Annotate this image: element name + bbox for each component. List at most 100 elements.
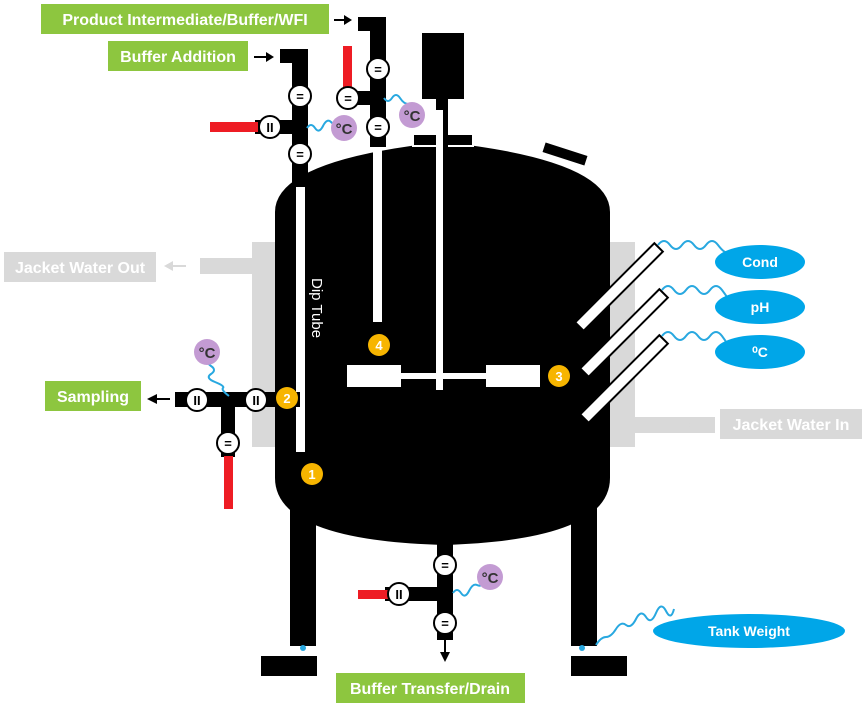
product-inlet-label: Product Intermediate/Buffer/WFI bbox=[41, 4, 329, 34]
load-cell-right bbox=[579, 645, 585, 651]
drain-red-handle[interactable] bbox=[358, 590, 388, 599]
temp-wire bbox=[661, 331, 731, 351]
foot-left bbox=[261, 656, 317, 676]
impeller-bar bbox=[400, 373, 490, 379]
cond-sensor: Cond bbox=[715, 245, 805, 279]
agitator-shaft bbox=[436, 110, 443, 390]
cond-wire bbox=[657, 240, 729, 254]
svg-text:Product Intermediate/Buffer/WF: Product Intermediate/Buffer/WFI bbox=[62, 12, 307, 29]
buffer-addition-red-handle[interactable] bbox=[210, 122, 258, 132]
svg-text:Buffer Addition: Buffer Addition bbox=[120, 49, 236, 66]
jacket-in-arrow-shaft bbox=[695, 424, 709, 426]
valve-sampling-bottom[interactable]: = bbox=[216, 431, 240, 455]
port-2-marker: 2 bbox=[276, 387, 298, 409]
product-inlet-red-handle[interactable] bbox=[343, 46, 352, 91]
valve-drain-side[interactable]: II bbox=[387, 582, 411, 606]
svg-text:=: = bbox=[441, 616, 449, 631]
jacket-out-arrow-icon bbox=[164, 261, 173, 271]
buffer-addition-pipe bbox=[292, 49, 308, 187]
port-3-marker: 3 bbox=[548, 365, 570, 387]
product-arrow-shaft bbox=[334, 19, 344, 21]
svg-text:=: = bbox=[374, 62, 382, 77]
svg-text:II: II bbox=[193, 393, 200, 408]
impeller-blade-left bbox=[347, 365, 401, 387]
drain-arrow-icon bbox=[440, 652, 450, 662]
temp-indicator-inlet: °C bbox=[399, 102, 425, 128]
temp-indicator-buffer: °C bbox=[331, 115, 357, 141]
jacket-out-arrow-shaft bbox=[172, 265, 186, 267]
svg-text:4: 4 bbox=[375, 338, 383, 353]
temp-indicator-drain: °C bbox=[477, 564, 503, 590]
dip-tube bbox=[296, 186, 305, 452]
tank-weight-sensor: Tank Weight bbox=[653, 614, 845, 648]
valve-buffer-top[interactable]: = bbox=[288, 84, 312, 108]
sampling-label: Sampling bbox=[45, 381, 141, 411]
jacket-in-pipe bbox=[630, 417, 715, 433]
valve-drain-bottom[interactable]: = bbox=[433, 611, 457, 635]
svg-text:II: II bbox=[252, 393, 259, 408]
svg-text:°C: °C bbox=[199, 345, 216, 362]
temp-sensor: ⁰C bbox=[715, 335, 805, 369]
product-inlet-pipe bbox=[370, 17, 386, 147]
svg-text:Tank Weight: Tank Weight bbox=[708, 623, 790, 639]
product-arrow-icon bbox=[344, 15, 352, 25]
sampling-arrow-shaft bbox=[156, 398, 170, 400]
ph-wire bbox=[661, 285, 731, 303]
svg-text:Cond: Cond bbox=[742, 254, 778, 270]
valve-sampling-outer[interactable]: II bbox=[185, 388, 209, 412]
buffer-arrow-shaft bbox=[254, 56, 266, 58]
agitator-motor bbox=[422, 33, 464, 99]
jacket-out-pipe bbox=[200, 258, 260, 274]
ph-sensor: pH bbox=[715, 290, 805, 324]
sampling-temp-wire bbox=[207, 357, 230, 397]
inlet-temp-wire bbox=[383, 94, 409, 105]
port-4-marker: 4 bbox=[368, 334, 390, 356]
buffer-arrow-icon bbox=[266, 52, 274, 62]
svg-text:=: = bbox=[344, 91, 352, 106]
buffer-transfer-label: Buffer Transfer/Drain bbox=[336, 673, 525, 703]
svg-text:°C: °C bbox=[336, 121, 353, 138]
buffer-addition-label: Buffer Addition bbox=[108, 41, 248, 71]
svg-text:Jacket Water Out: Jacket Water Out bbox=[15, 260, 146, 277]
svg-text:=: = bbox=[374, 120, 382, 135]
valve-inlet-top[interactable]: = bbox=[366, 57, 390, 81]
svg-text:2: 2 bbox=[283, 391, 290, 406]
valve-buffer-bottom[interactable]: = bbox=[288, 142, 312, 166]
dip-tube-label: Dip Tube bbox=[308, 278, 325, 338]
svg-text:3: 3 bbox=[555, 369, 562, 384]
temp-probe bbox=[578, 333, 670, 425]
valve-buffer-side[interactable]: II bbox=[258, 115, 282, 139]
svg-text:°C: °C bbox=[482, 570, 499, 587]
svg-text:=: = bbox=[296, 147, 304, 162]
lid-port-cover-2 bbox=[540, 139, 590, 169]
svg-text:=: = bbox=[441, 558, 449, 573]
svg-text:pH: pH bbox=[751, 299, 770, 315]
temp-indicator-sampling: °C bbox=[194, 339, 220, 365]
valve-inlet-side[interactable]: = bbox=[336, 86, 360, 110]
load-cell-left bbox=[300, 645, 306, 651]
valve-inlet-bottom[interactable]: = bbox=[366, 115, 390, 139]
valve-drain-top[interactable]: = bbox=[433, 553, 457, 577]
inlet-internal-tube bbox=[373, 147, 382, 322]
product-inlet-top bbox=[358, 17, 386, 31]
jacket-water-in-label: Jacket Water In bbox=[720, 409, 862, 439]
svg-text:II: II bbox=[266, 120, 273, 135]
svg-text:Jacket Water In: Jacket Water In bbox=[733, 417, 850, 434]
valve-sampling-inner[interactable]: II bbox=[244, 388, 268, 412]
jacket-water-out-label: Jacket Water Out bbox=[4, 252, 156, 282]
tank-weight-wire bbox=[595, 605, 675, 646]
sampling-arrow-icon bbox=[147, 394, 157, 404]
svg-text:=: = bbox=[296, 89, 304, 104]
svg-text:°C: °C bbox=[404, 108, 421, 125]
jacket-in-arrow-icon bbox=[687, 420, 696, 430]
impeller-blade-right bbox=[486, 365, 540, 387]
buffer-addition-top bbox=[280, 49, 308, 63]
sampling-red-handle[interactable] bbox=[224, 456, 233, 509]
svg-text:=: = bbox=[224, 436, 232, 451]
svg-text:Sampling: Sampling bbox=[57, 389, 129, 406]
svg-text:1: 1 bbox=[308, 467, 315, 482]
ph-probe bbox=[578, 287, 670, 379]
foot-right bbox=[571, 656, 627, 676]
port-1-marker: 1 bbox=[301, 463, 323, 485]
